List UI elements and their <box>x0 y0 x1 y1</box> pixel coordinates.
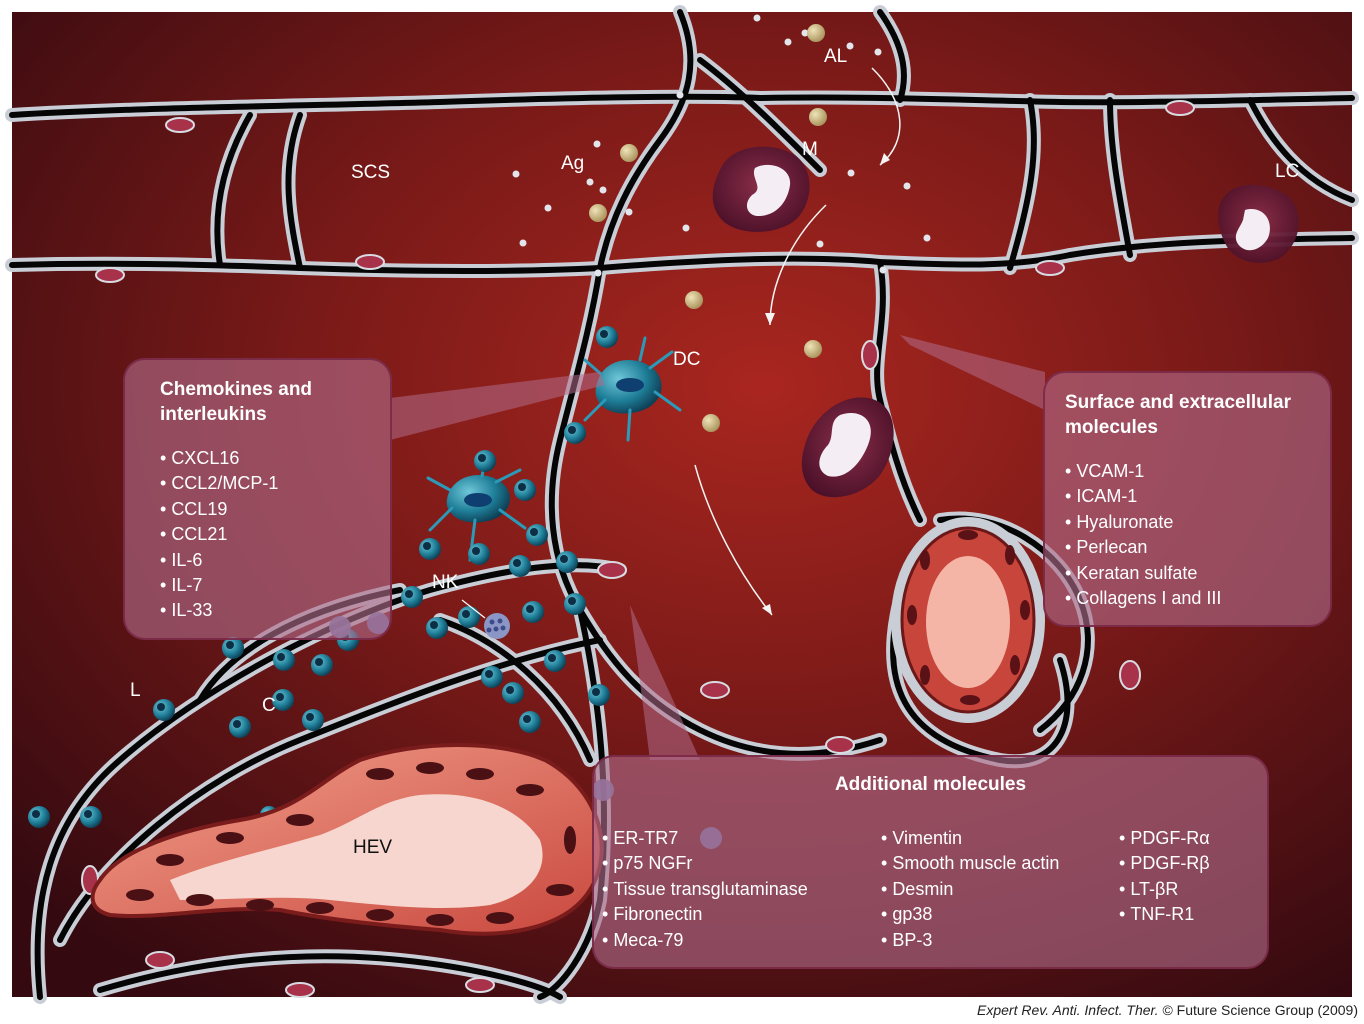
additional-list-col1: ER-TR7 p75 NGFr Tissue transglutaminase … <box>602 826 808 953</box>
macrophage-top <box>713 147 810 232</box>
additional-list-col2: Vimentin Smooth muscle actin Desmin gp38… <box>881 826 1059 953</box>
list-item: Hyaluronate <box>1065 510 1221 535</box>
label-scs: SCS <box>351 163 390 182</box>
credit-journal: Expert Rev. Anti. Infect. Ther. <box>977 1002 1159 1018</box>
list-item: BP-3 <box>881 928 1059 953</box>
list-item: VCAM-1 <box>1065 459 1221 484</box>
surface-title-line2: molecules <box>1065 415 1291 440</box>
additional-molecules-panel: Additional molecules ER-TR7 p75 NGFr Tis… <box>592 755 1269 969</box>
list-item: LT-βR <box>1119 877 1210 902</box>
label-ag: Ag <box>561 154 584 173</box>
chemokines-title-line2: interleukins <box>160 402 312 427</box>
list-item: p75 NGFr <box>602 851 808 876</box>
lymphatic-cross-section <box>896 522 1040 718</box>
chemokines-panel: Chemokines and interleukins CXCL16 CCL2/… <box>123 358 392 640</box>
list-item: CCL2/MCP-1 <box>160 471 278 496</box>
label-c: C <box>262 696 276 715</box>
surface-molecules-panel: Surface and extracellular molecules VCAM… <box>1043 371 1332 627</box>
label-al: AL <box>824 47 847 66</box>
label-nk: NK <box>432 573 458 592</box>
list-item: Keratan sulfate <box>1065 561 1221 586</box>
additional-title: Additional molecules <box>594 772 1267 797</box>
label-hev: HEV <box>353 838 392 857</box>
label-l: L <box>130 681 141 700</box>
credit-publisher: © Future Science Group (2009) <box>1159 1002 1358 1018</box>
list-item: ICAM-1 <box>1065 484 1221 509</box>
list-item: CCL19 <box>160 497 278 522</box>
chemokines-list: CXCL16 CCL2/MCP-1 CCL19 CCL21 IL-6 IL-7 … <box>160 446 278 624</box>
list-item: Tissue transglutaminase <box>602 877 808 902</box>
label-dc: DC <box>673 350 700 369</box>
list-item: ER-TR7 <box>602 826 808 851</box>
list-item: CXCL16 <box>160 446 278 471</box>
list-item: CCL21 <box>160 522 278 547</box>
list-item: TNF-R1 <box>1119 902 1210 927</box>
list-item: PDGF-Rβ <box>1119 851 1210 876</box>
label-lc: LC <box>1275 162 1299 181</box>
additional-list-col3: PDGF-Rα PDGF-Rβ LT-βR TNF-R1 <box>1119 826 1210 928</box>
list-item: Perlecan <box>1065 535 1221 560</box>
list-item: Collagens I and III <box>1065 586 1221 611</box>
list-item: PDGF-Rα <box>1119 826 1210 851</box>
chemokines-title-line1: Chemokines and <box>160 377 312 402</box>
list-item: IL-33 <box>160 598 278 623</box>
surface-list: VCAM-1 ICAM-1 Hyaluronate Perlecan Kerat… <box>1065 459 1221 611</box>
surface-title-line1: Surface and extracellular <box>1065 390 1291 415</box>
list-item: Vimentin <box>881 826 1059 851</box>
list-item: Meca-79 <box>602 928 808 953</box>
list-item: Desmin <box>881 877 1059 902</box>
list-item: IL-7 <box>160 573 278 598</box>
list-item: Smooth muscle actin <box>881 851 1059 876</box>
list-item: Fibronectin <box>602 902 808 927</box>
list-item: gp38 <box>881 902 1059 927</box>
label-m: M <box>802 140 818 159</box>
list-item: IL-6 <box>160 548 278 573</box>
copyright-credit: Expert Rev. Anti. Infect. Ther. © Future… <box>977 1002 1358 1018</box>
